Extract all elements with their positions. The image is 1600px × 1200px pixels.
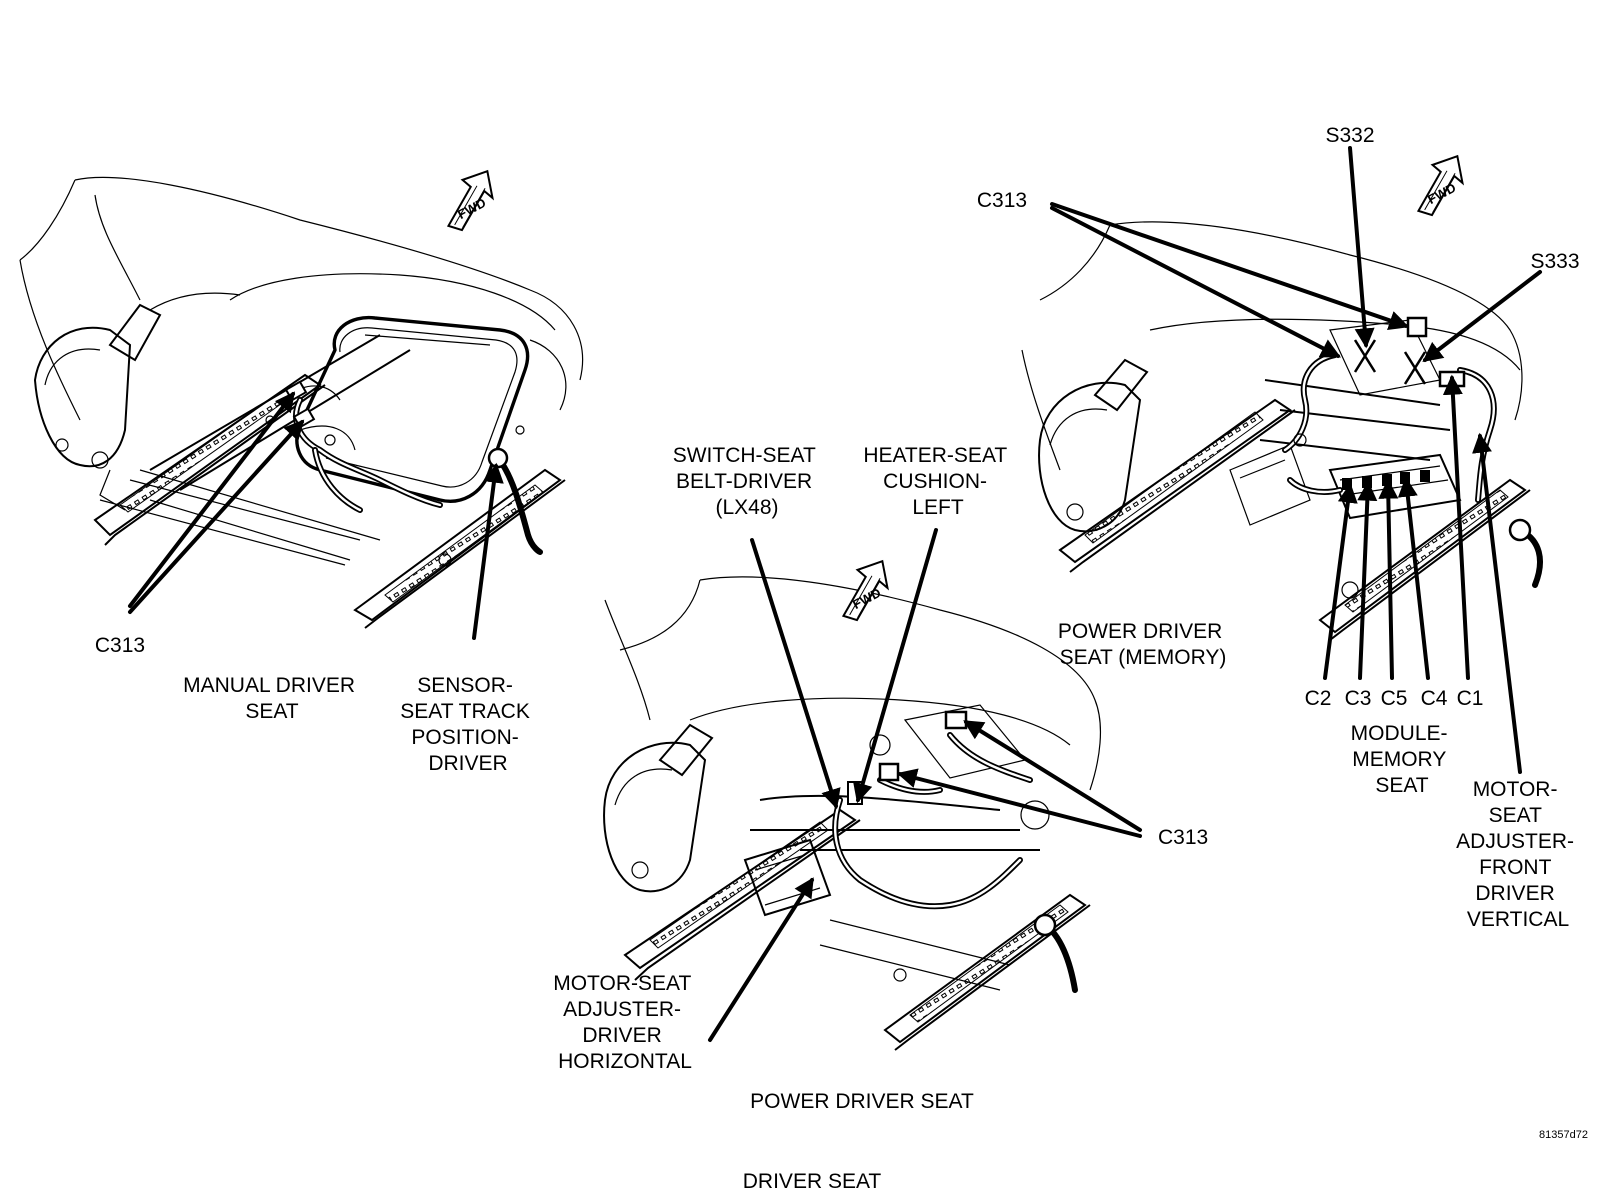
memory-c3-leader [1357,480,1378,680]
memory-s333-leader [1422,270,1542,363]
memory-c1-leader [1442,374,1470,680]
power-switch-label: SWITCH-SEAT BELT-DRIVER (LX48) [673,444,822,519]
power-switch-leader [750,538,841,810]
memory-fwd-text: FWD [1425,180,1458,207]
memory-c313-label: C313 [977,189,1027,212]
figure-id: 81357d72 [1539,1129,1588,1141]
memory-s332-leader [1348,146,1375,349]
manual-fwd-indicator: FWD [431,166,508,236]
memory-s332-label: S332 [1325,124,1374,147]
manual-seat-caption: MANUAL DRIVER SEAT [183,674,361,723]
power-seat-caption: POWER DRIVER SEAT [750,1090,974,1113]
memory-s333-label: S333 [1530,250,1579,273]
power-fwd-text: FWD [850,585,883,612]
memory-c5-leader [1378,478,1399,680]
power-c313-leader-lower [896,768,1142,838]
memory-module-label: MODULE- MEMORY SEAT [1351,722,1454,797]
manual-sensor-label: SENSOR- SEAT TRACK POSITION- DRIVER [400,674,535,775]
power-heater-label: HEATER-SEAT CUSHION- LEFT [863,444,1012,519]
memory-motor-vertical-label: MOTOR- SEAT ADJUSTER- FRONT DRIVER VERTI… [1456,778,1580,931]
manual-c313-label: C313 [95,634,145,657]
memory-c313-leader-lower [1050,206,1341,358]
memory-c5-label: C5 [1381,687,1408,710]
memory-c313-leader-upper [1050,202,1410,331]
memory-motor-vertical-leader [1472,432,1522,774]
power-c313-leader-upper [963,720,1142,832]
power-fwd-indicator: FWD [826,556,903,626]
memory-c4-leader [1397,476,1430,680]
memory-fwd-indicator: FWD [1401,151,1478,221]
manual-sensor-leader [472,462,504,640]
manual-fwd-text: FWD [455,195,488,222]
memory-seat-view: FWD S332 S333 C313 POWER DRIVER SEAT (ME… [977,124,1580,931]
power-c313-label: C313 [1158,826,1208,849]
manual-seat-illustration [19,176,584,629]
power-heater-leader [853,528,938,804]
manual-seat-view: FWD C313 MANUAL DRIVER SEAT SENSOR- SEAT… [19,166,584,775]
memory-c1-label: C1 [1457,687,1484,710]
manual-c313-leader-upper [128,391,296,608]
power-seat-view: FWD SWITCH-SEAT BELT-DRIVER (LX48) HEATE… [553,444,1208,1113]
memory-c4-label: C4 [1421,687,1448,710]
power-seat-illustration [603,576,1102,1051]
manual-c313-leader-lower [128,419,305,614]
figure-title: DRIVER SEAT [743,1170,882,1193]
memory-c3-label: C3 [1345,687,1372,710]
power-motor-horizontal-leader [708,877,814,1042]
memory-c2-label: C2 [1305,687,1332,710]
power-motor-horizontal-label: MOTOR-SEAT ADJUSTER- DRIVER HORIZONTAL [553,972,697,1073]
memory-c2-leader [1323,482,1358,680]
memory-seat-caption: POWER DRIVER SEAT (MEMORY) [1058,620,1228,669]
